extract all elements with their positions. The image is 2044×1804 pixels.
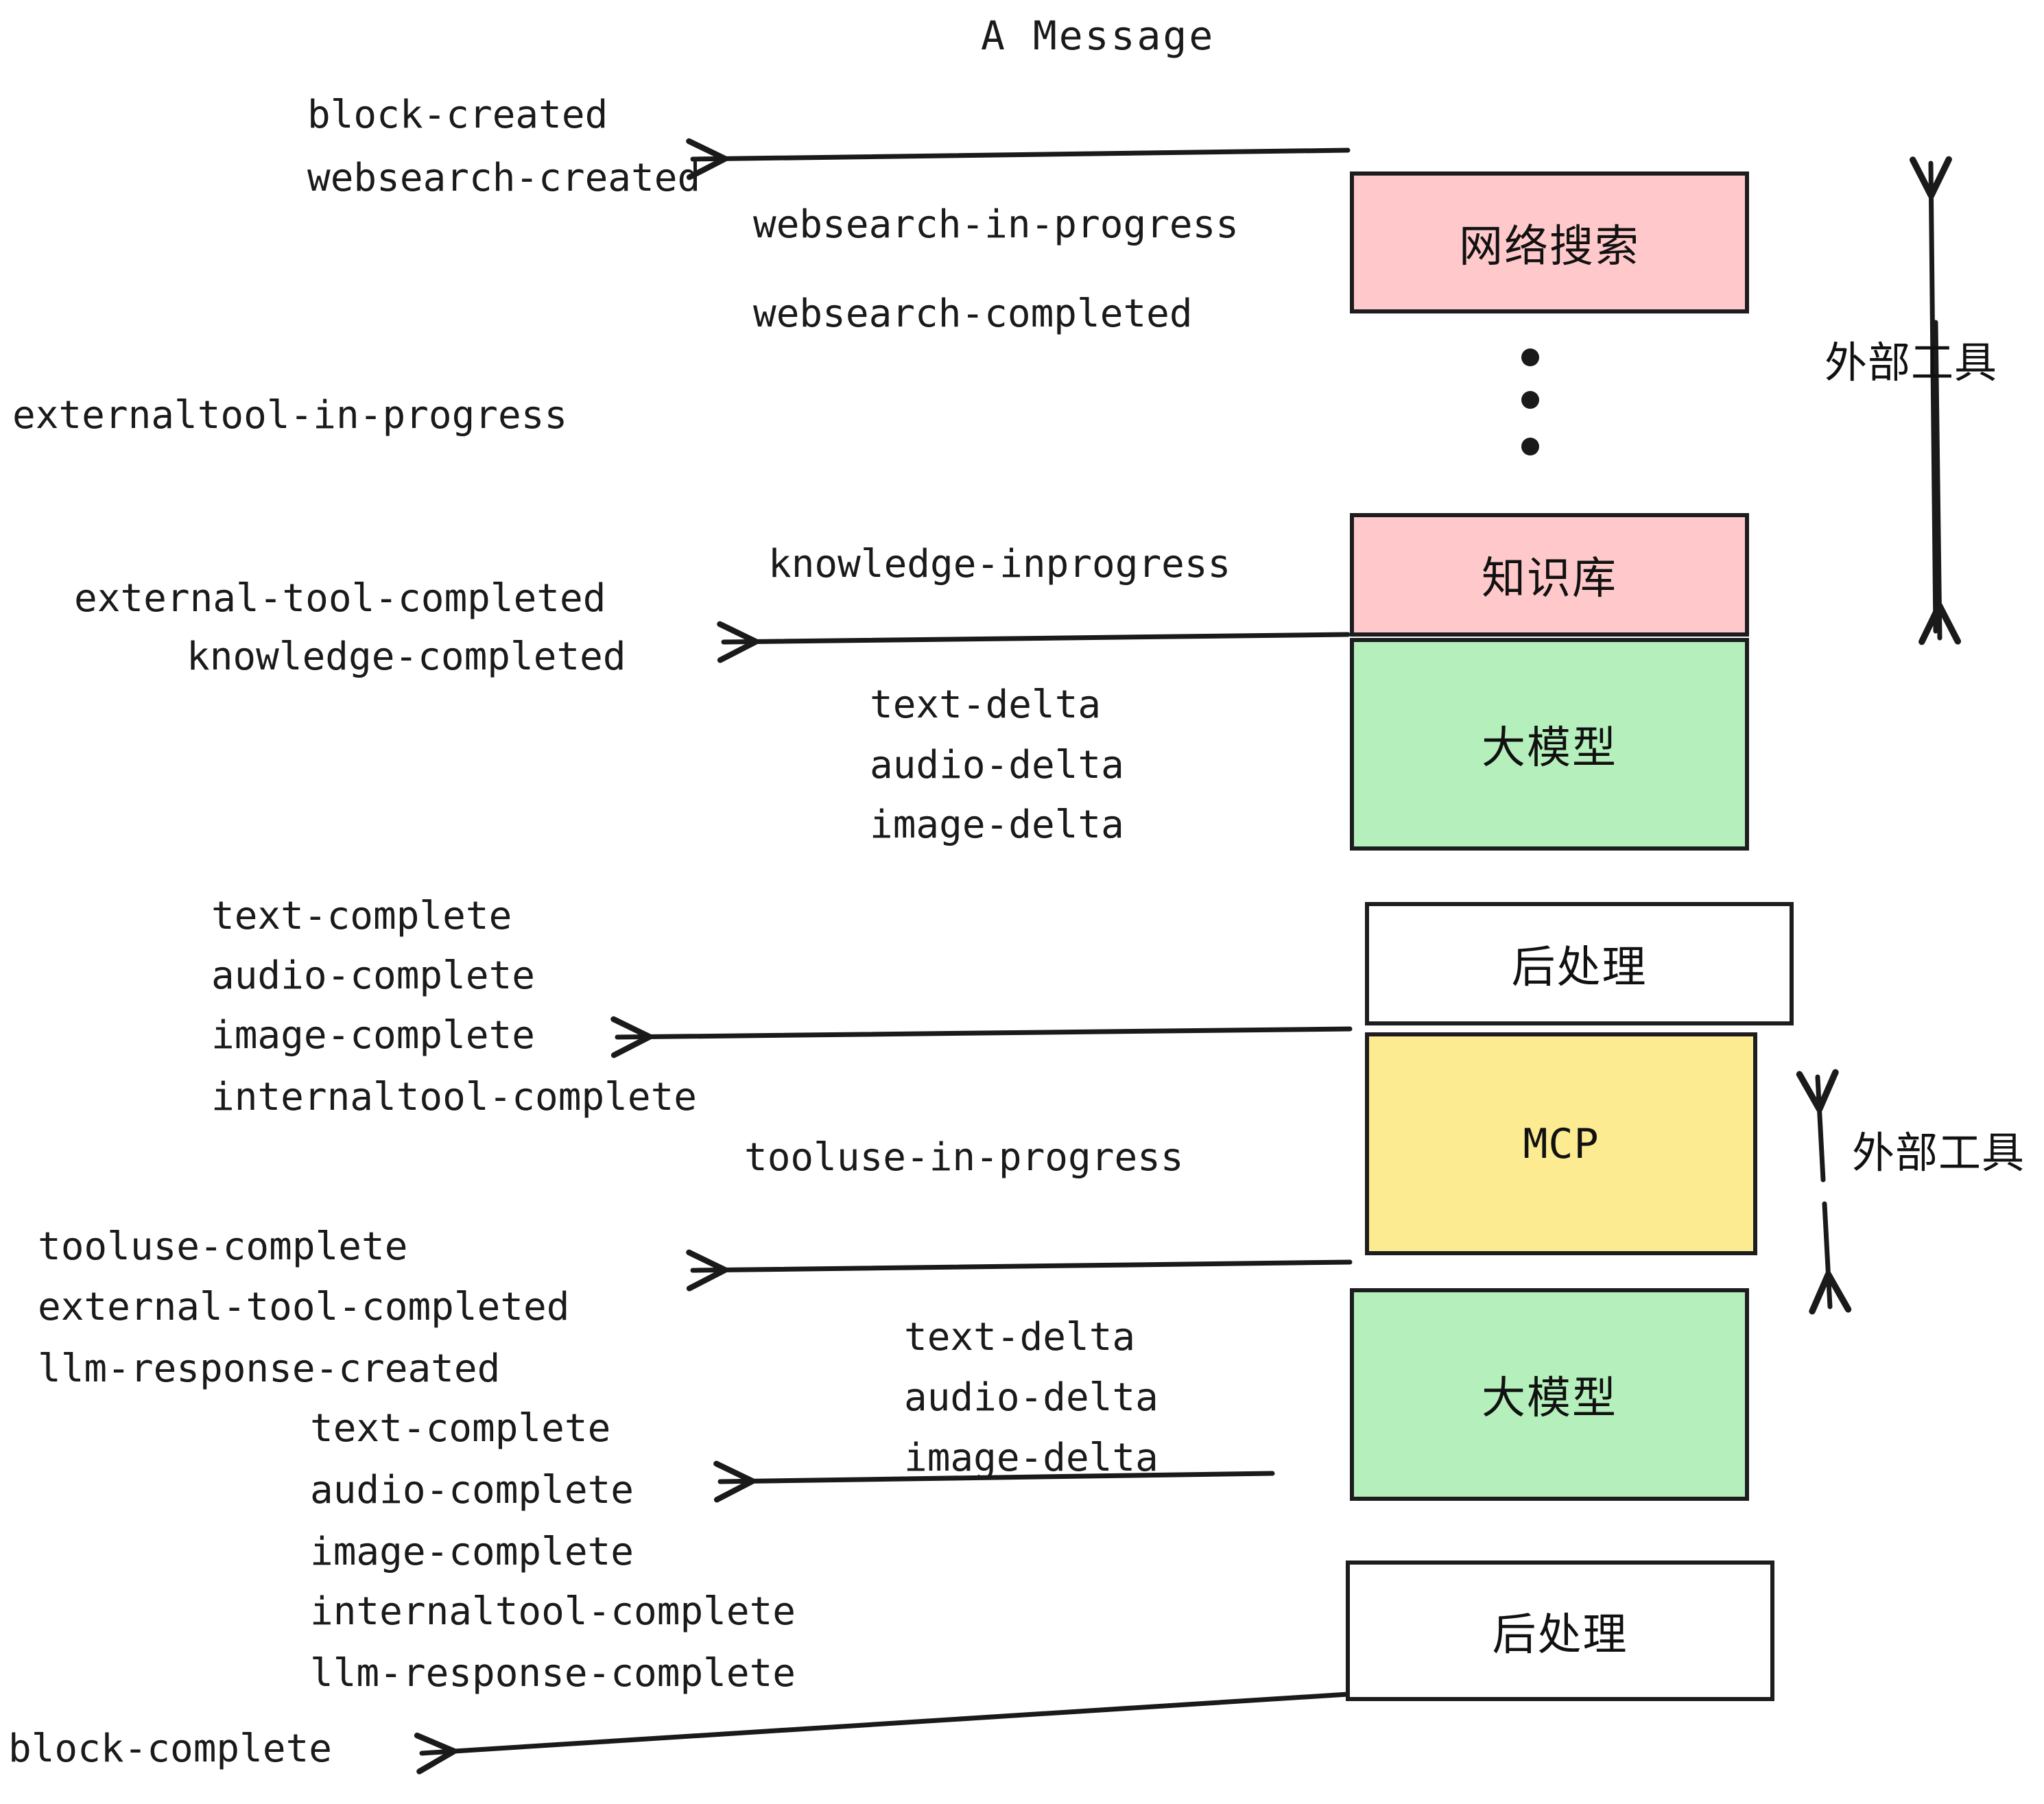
event-internaltool-complete-1: internaltool-complete <box>211 1075 698 1119</box>
event-tooluse-complete: tooluse-complete <box>38 1224 408 1269</box>
node-llm-2-label: 大模型 <box>1482 1373 1617 1424</box>
node-knowledge[interactable]: 知识库 <box>1350 513 1749 637</box>
side-label-external-tools-top: 外部工具 <box>1825 337 1998 388</box>
event-externaltool-in-progress: externaltool-in-progress <box>12 393 568 438</box>
event-audio-delta-2: audio-delta <box>904 1375 1158 1420</box>
event-knowledge-completed: knowledge-completed <box>187 634 626 679</box>
node-postprocess-2[interactable]: 后处理 <box>1346 1560 1774 1701</box>
event-block-created: block-created <box>307 93 608 137</box>
event-image-complete-1: image-complete <box>211 1013 536 1058</box>
ellipsis-dot-1 <box>1521 348 1539 366</box>
side-label-external-tools-bottom: 外部工具 <box>1852 1128 2025 1178</box>
arrow-post2-to-block-complete <box>414 1692 1351 1775</box>
event-llm-response-created: llm-response-created <box>38 1346 501 1391</box>
event-websearch-in-progress: websearch-in-progress <box>753 202 1239 247</box>
node-mcp[interactable]: MCP <box>1365 1032 1757 1255</box>
node-postprocess-1[interactable]: 后处理 <box>1365 902 1794 1025</box>
arrow-external-tools-bottom-down <box>1809 1201 1852 1315</box>
event-image-delta-1: image-delta <box>870 803 1124 847</box>
event-text-delta-1: text-delta <box>870 683 1102 727</box>
event-external-tool-completed-2: external-tool-completed <box>38 1285 570 1329</box>
event-audio-complete-1: audio-complete <box>211 953 536 998</box>
event-image-delta-2: image-delta <box>904 1436 1158 1480</box>
node-llm-2[interactable]: 大模型 <box>1350 1288 1749 1501</box>
node-mcp-label: MCP <box>1523 1119 1600 1168</box>
node-knowledge-label: 知识库 <box>1482 554 1617 604</box>
event-text-complete-1: text-complete <box>211 894 512 938</box>
ellipsis-dot-2 <box>1521 391 1539 409</box>
event-internaltool-complete-2: internaltool-complete <box>310 1589 796 1634</box>
event-websearch-created: websearch-created <box>307 156 701 200</box>
event-llm-response-complete: llm-response-complete <box>310 1651 796 1696</box>
event-audio-delta-1: audio-delta <box>870 743 1124 787</box>
ellipsis-dot-3 <box>1521 438 1539 455</box>
event-external-tool-completed-1: external-tool-completed <box>74 576 606 621</box>
event-block-complete: block-complete <box>8 1726 333 1771</box>
arrow-websearch-to-block-created <box>686 138 1351 180</box>
node-postprocess-2-label: 后处理 <box>1492 1609 1628 1661</box>
event-audio-complete-2: audio-complete <box>310 1468 634 1512</box>
arrow-mcp-to-tooluse-complete <box>686 1249 1353 1292</box>
node-postprocess-1-label: 后处理 <box>1511 942 1648 993</box>
event-tooluse-in-progress: tooluse-in-progress <box>744 1135 1184 1180</box>
node-llm-1[interactable]: 大模型 <box>1350 638 1749 851</box>
arrow-post1-to-image-complete <box>610 1016 1353 1058</box>
event-image-complete-2: image-complete <box>310 1530 634 1574</box>
node-websearch[interactable]: 网络搜索 <box>1350 171 1749 313</box>
arrow-external-tools-top-up <box>1909 156 1952 634</box>
event-text-complete-2: text-complete <box>310 1406 611 1451</box>
node-llm-1-label: 大模型 <box>1482 723 1617 774</box>
event-knowledge-inprogress: knowledge-inprogress <box>768 542 1231 586</box>
arrow-external-tools-bottom-up <box>1796 1069 1839 1183</box>
arrow-knowledge-to-knowledge-completed <box>717 621 1351 663</box>
node-websearch-label: 网络搜索 <box>1459 221 1640 272</box>
page-title: A Message <box>981 12 1215 59</box>
event-text-delta-2: text-delta <box>904 1315 1136 1360</box>
event-websearch-completed: websearch-completed <box>753 292 1193 336</box>
